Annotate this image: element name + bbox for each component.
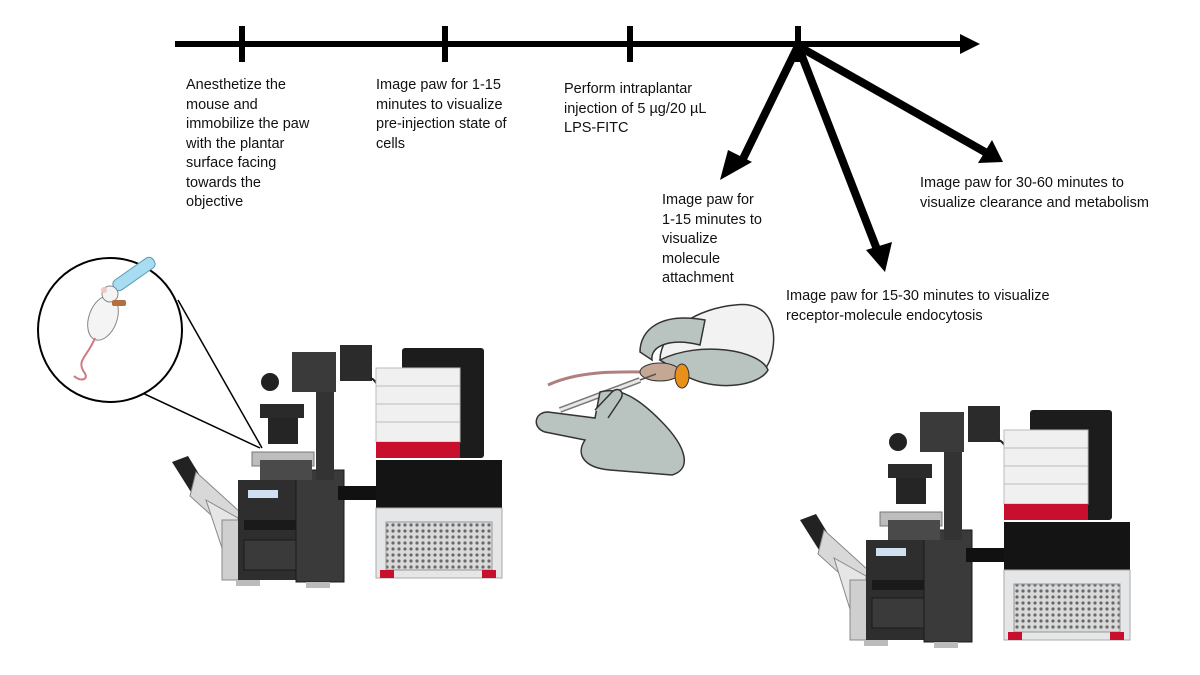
injection-hands-icon	[535, 303, 775, 476]
branch-label-clearance: Image paw for 30-60 minutes to visualize…	[920, 175, 1149, 211]
branch-arrow-attachment	[736, 44, 802, 167]
timeline-arrowhead	[960, 34, 980, 54]
arrowhead-icon	[720, 150, 752, 180]
branch-arrow-clearance	[796, 42, 987, 156]
mouse-icon	[73, 256, 156, 381]
step-label-preinjection: Image paw for 1-15 minutes to visualize …	[376, 77, 507, 152]
step-label-anesthetize: Anesthetize the mouse and immobilize the…	[186, 77, 310, 210]
branch-arrow-endocytosis	[794, 44, 882, 254]
arrowhead-icon	[866, 242, 892, 272]
mouse-callout	[37, 256, 263, 449]
step-label-injection: Perform intraplantar injection of 5 µg/2…	[564, 81, 707, 136]
microscope-right-icon	[800, 406, 1131, 648]
branch-arrows	[720, 42, 1003, 272]
arrowhead-icon	[978, 140, 1003, 163]
timeline	[175, 26, 980, 62]
branch-label-attachment: Image paw for 1-15 minutes to visualize …	[662, 192, 762, 286]
microscope-left-icon	[172, 345, 503, 588]
branch-label-endocytosis: Image paw for 15-30 minutes to visualize…	[786, 288, 1050, 324]
